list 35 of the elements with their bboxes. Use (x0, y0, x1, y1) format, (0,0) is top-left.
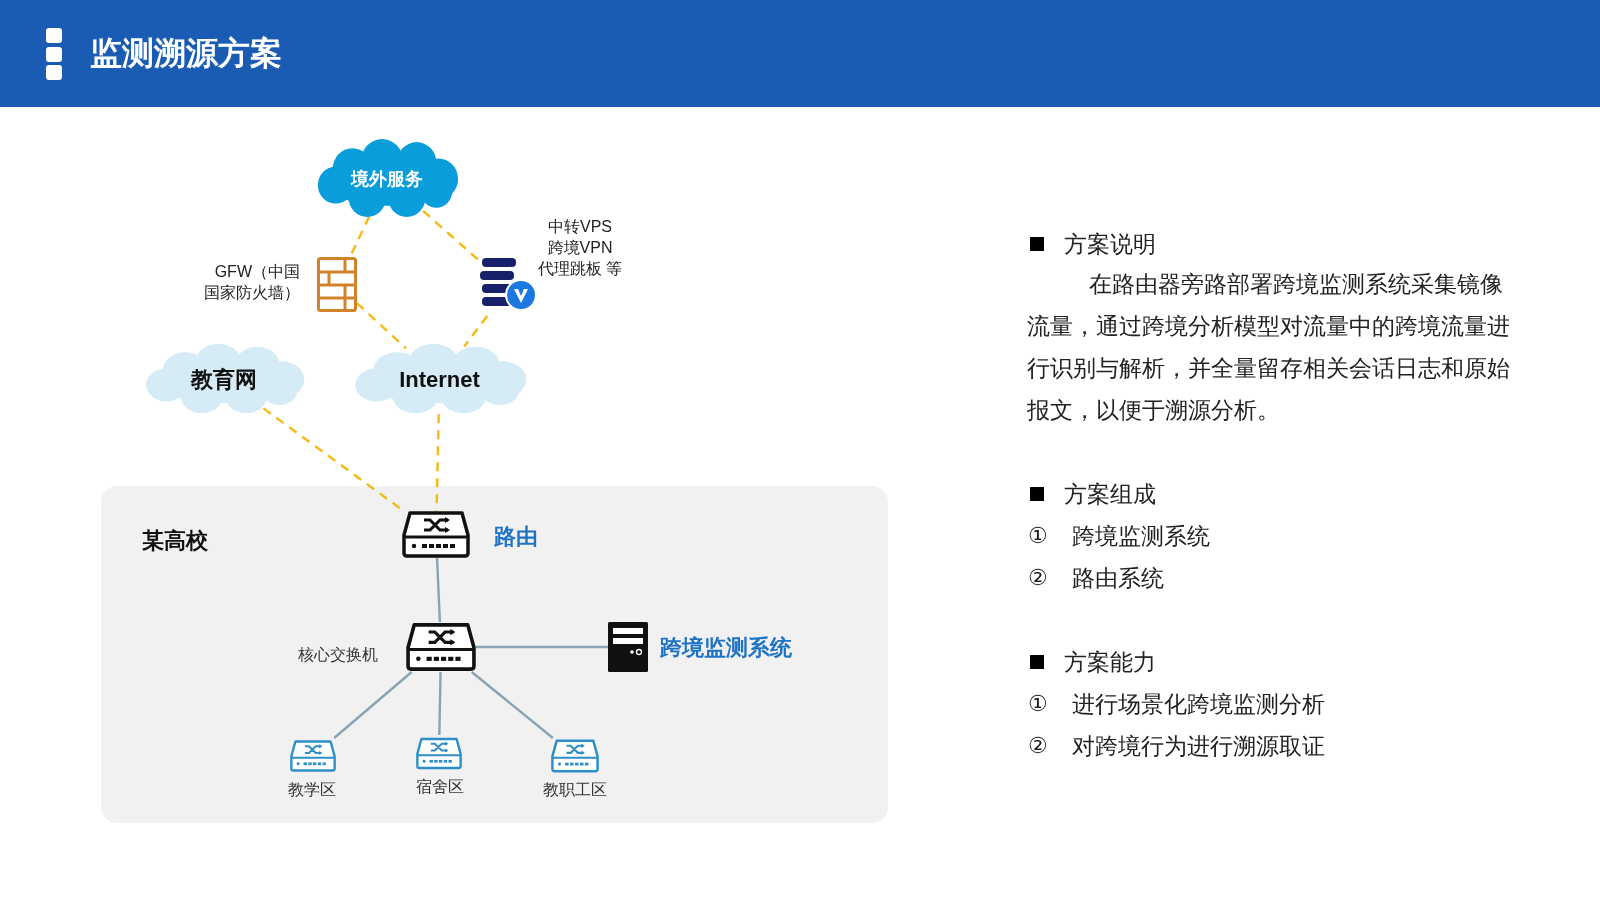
list-item: 跨境监测系统 (1072, 522, 1210, 551)
section-heading: 方案能力 (1064, 648, 1156, 677)
list-number: ② (1028, 732, 1048, 760)
description-paragraph: 在路由器旁路部署跨境监测系统采集镜像流量，通过跨境分析模型对流量中的跨境流量进行识别与解析，并全量留存相关会话日志和原始报文，以便于溯源分析。 (1027, 270, 1511, 425)
connector-line (470, 671, 554, 739)
device-label: 教学区 (287, 780, 337, 800)
device-label: 教职工区 (542, 780, 608, 800)
page-title: 监测溯源方案 (90, 34, 282, 73)
connector-line (438, 671, 442, 736)
device-label: 路由 (494, 523, 538, 551)
dashed-connector (356, 302, 407, 350)
device-label: GFW（中国国家防火墙） (203, 262, 300, 303)
section-heading: 方案组成 (1064, 480, 1156, 509)
list-number: ① (1028, 522, 1048, 550)
device-label: 核心交换机 (298, 645, 379, 665)
list-item: 对跨境行为进行溯源取证 (1072, 732, 1325, 761)
dashed-connector (422, 210, 481, 263)
section-heading: 方案说明 (1064, 230, 1156, 259)
area-title: 某高校 (142, 527, 208, 555)
list-number: ② (1028, 564, 1048, 592)
connector-line (476, 645, 608, 649)
connector-line (333, 671, 413, 739)
cloud-label: Internet (399, 366, 480, 394)
cloud-label: 境外服务 (351, 167, 423, 191)
device-label: 宿舍区 (415, 777, 465, 797)
device-label: 中转VPS 跨境VPN 代理跳板 等 (536, 217, 624, 279)
dashed-connector (463, 315, 489, 348)
connector-line (435, 557, 442, 623)
list-item: 路由系统 (1072, 564, 1164, 593)
device-label: 跨境监测系统 (660, 634, 792, 662)
dashed-connector (435, 414, 440, 512)
list-item: 进行场景化跨境监测分析 (1072, 690, 1325, 719)
cloud-label: 教育网 (191, 366, 257, 394)
campus-area (101, 486, 888, 823)
list-number: ① (1028, 690, 1048, 718)
